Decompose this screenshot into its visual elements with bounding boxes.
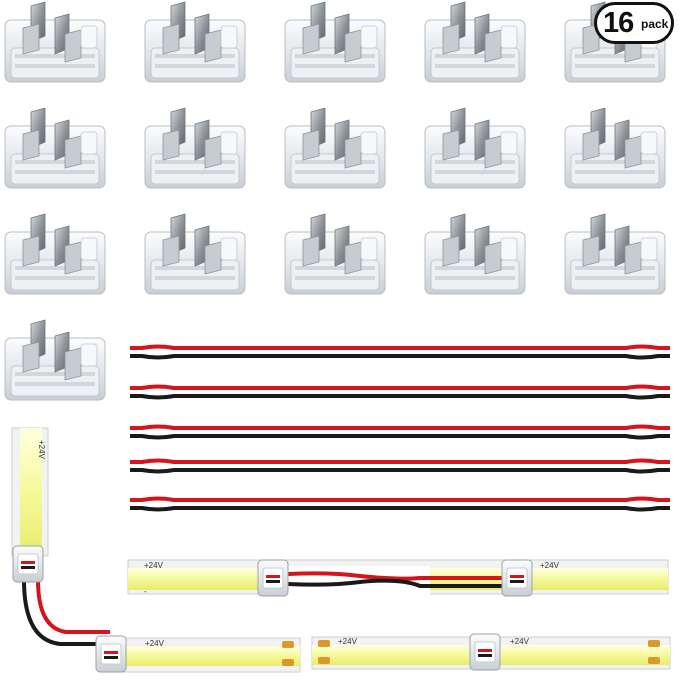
strip-label-plus: +24V [144,561,164,570]
connector [4,319,106,401]
pack-count-badge: 16 pack [594,2,676,46]
connector [284,1,386,83]
connector [424,107,526,189]
connector [144,213,246,295]
jumper-wire [128,344,672,360]
strip-label-plus: +24V [145,639,165,648]
connector [424,1,526,83]
connector [564,213,666,295]
connector [144,107,246,189]
jumper-wire [128,496,672,512]
strip-label-plus: +24V [338,637,358,646]
jumper-wires [128,344,672,512]
strip-label-minus: - [144,587,147,596]
badge-count: 16 [603,7,634,39]
badge-ring [594,2,674,44]
strip-label-plus: +24V [540,561,560,570]
jumper-wire [128,424,672,440]
connector-grid [4,1,666,401]
strip-label-plus: +24V [37,440,46,460]
strip-label-plus: +24V [510,637,530,646]
connector [424,213,526,295]
connector [284,213,386,295]
connector [144,1,246,83]
connector [4,107,106,189]
badge-unit: pack [641,17,669,31]
jumper-wire [128,384,672,400]
strip-demo-middle: +24V - +24V [127,559,669,597]
jumper-wire [128,458,672,474]
strip-demo-corner: +24V +24V [11,427,301,673]
connector [4,213,106,295]
strip-demo-bottom-right: +24V +24V [311,633,671,671]
connector [564,107,666,189]
connector [284,107,386,189]
connector [4,1,106,83]
